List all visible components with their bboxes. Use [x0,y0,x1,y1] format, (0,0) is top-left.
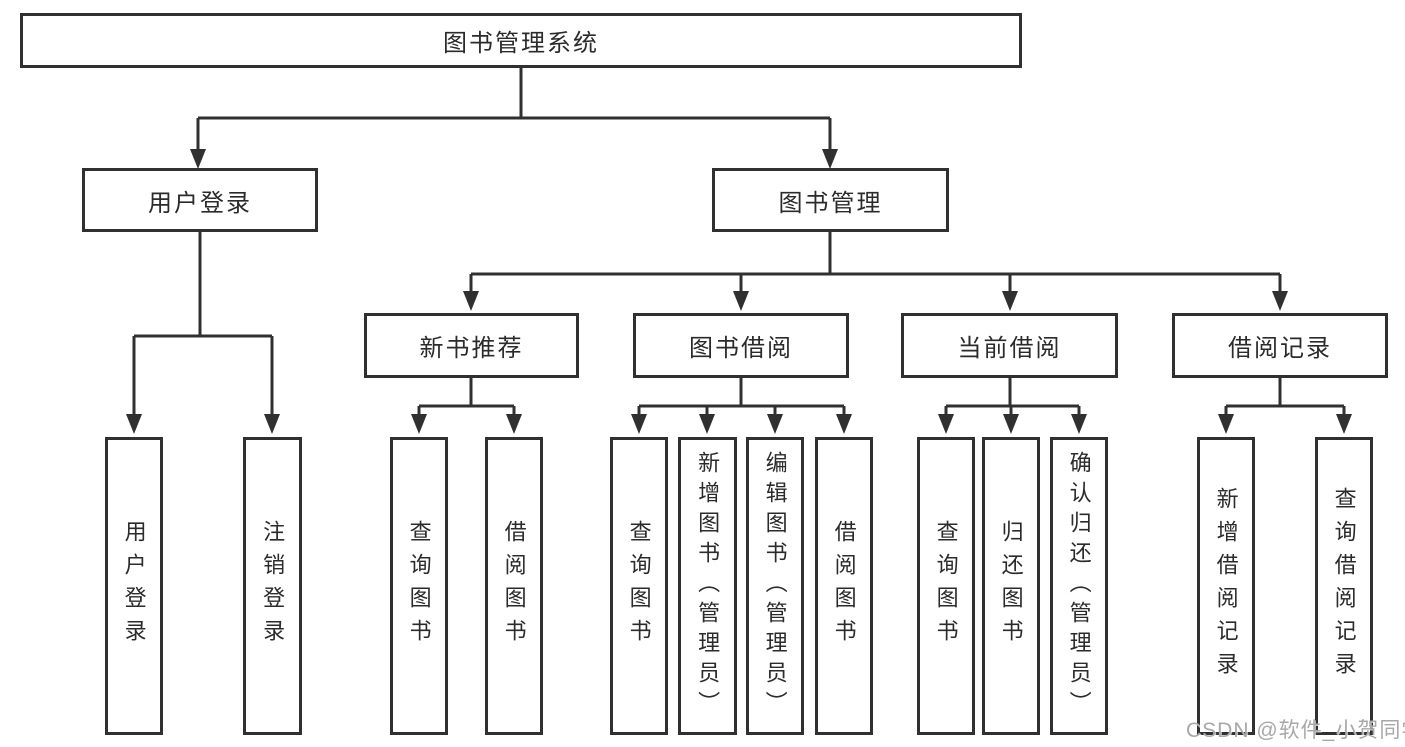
node-label: 查询借阅记录 [1331,487,1357,685]
node-label: 编辑图书（管理员） [762,451,788,721]
node-label: 归还图书 [998,520,1024,652]
node-label: 借阅记录 [1228,335,1332,362]
node-label: 用户登录 [121,520,147,652]
node-library-system: 图书管理系统 [20,13,1022,68]
leaf-logout-login: 注销登录 [243,437,302,735]
edge-root-to-level2 [196,68,832,151]
edge-user-login-children [132,232,274,416]
leaf-user-login: 用户登录 [105,437,163,735]
leaf-borrow-books: 借阅图书 [815,437,873,735]
node-new-book-recommend: 新书推荐 [364,313,579,378]
leaf-add-borrow-record: 新增借阅记录 [1197,437,1255,735]
csdn-watermark: CSDN @软件_小贺同学 [1186,719,1405,742]
edge-current-borrow-children [944,378,1081,416]
node-label: 新增借阅记录 [1213,487,1239,685]
leaf-query-books-borrow: 查询图书 [610,437,668,735]
node-label: 查询图书 [406,520,432,652]
leaf-confirm-return-admin: 确认归还（管理员） [1050,437,1108,735]
node-label: 图书管理 [778,189,883,217]
node-user-login: 用户登录 [82,168,318,232]
leaf-query-borrow-record: 查询借阅记录 [1315,437,1373,735]
arrowheads [126,149,1352,434]
node-label: 图书借阅 [689,335,793,362]
node-label: 注销登录 [260,520,286,652]
edge-new-book-children [417,378,516,416]
node-label: 新增图书（管理员） [695,451,721,721]
node-borrowing-records: 借阅记录 [1172,313,1388,378]
edge-borrow-records-children [1224,378,1346,416]
leaf-edit-books-admin: 编辑图书（管理员） [746,437,804,735]
node-label: 借阅图书 [501,520,527,652]
edge-book-mgmt-children [469,232,1282,294]
leaf-return-books: 归还图书 [982,437,1040,735]
leaf-borrow-books-recommend: 借阅图书 [485,437,543,735]
node-label: 新书推荐 [419,335,524,362]
node-current-borrowing: 当前借阅 [901,313,1118,378]
node-label: 当前借阅 [957,335,1062,362]
leaf-add-books-admin: 新增图书（管理员） [678,437,737,735]
node-label: 查询图书 [933,520,959,652]
node-label: 图书管理系统 [443,30,599,57]
leaf-query-books-current: 查询图书 [917,437,975,735]
node-label: 确认归还（管理员） [1066,451,1092,721]
node-book-borrowing: 图书借阅 [633,313,849,378]
edge-book-borrow-children [637,378,846,416]
leaf-query-books-recommend: 查询图书 [390,437,448,735]
node-label: 用户登录 [148,189,252,217]
node-label: 借阅图书 [831,520,857,652]
node-label: 查询图书 [626,520,652,652]
node-book-management: 图书管理 [712,168,949,232]
